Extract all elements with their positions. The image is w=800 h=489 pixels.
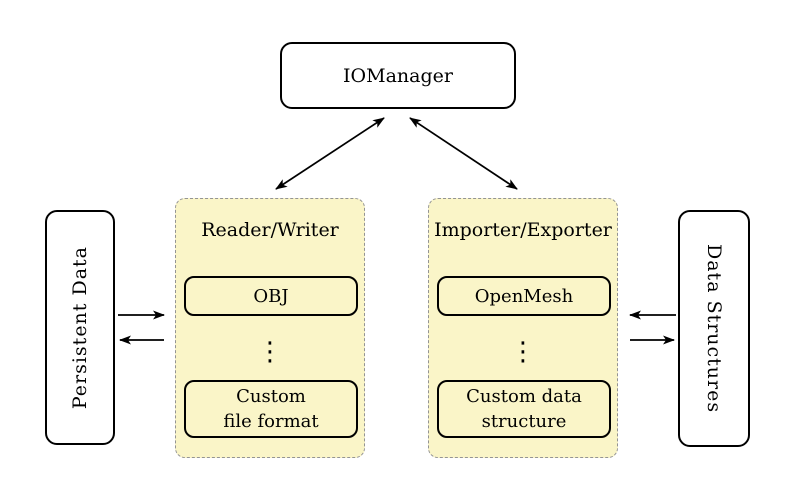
openmesh-box: OpenMesh	[437, 276, 611, 316]
reader-writer-group: Reader/Writer OBJ ⋮ Custom file format	[175, 198, 365, 458]
custom-data-structure-line2: structure	[481, 411, 567, 432]
arrow-iomanager-importerexporter	[409, 117, 518, 190]
iomanager-label: IOManager	[343, 64, 453, 87]
obj-label: OBJ	[253, 285, 289, 307]
custom-file-format-line1: Custom	[236, 386, 306, 407]
custom-file-format-line2: file format	[223, 411, 319, 432]
custom-data-structure-line1: Custom data	[466, 386, 582, 407]
data-structures-label: Data Structures	[703, 243, 725, 414]
vertical-ellipsis-icon: ⋮	[257, 337, 283, 367]
vertical-ellipsis-icon: ⋮	[510, 337, 536, 367]
data-structures-box: Data Structures	[678, 210, 750, 447]
obj-box: OBJ	[184, 276, 358, 316]
custom-data-structure-box: Custom data structure	[437, 380, 611, 438]
importer-exporter-title: Importer/Exporter	[434, 219, 612, 241]
arrow-iomanager-readerwriter	[275, 117, 385, 190]
importer-exporter-group: Importer/Exporter OpenMesh ⋮ Custom data…	[428, 198, 618, 458]
iomanager-box: IOManager	[280, 42, 516, 109]
custom-file-format-box: Custom file format	[184, 380, 358, 438]
openmesh-label: OpenMesh	[474, 285, 574, 307]
persistent-data-label: Persistent Data	[69, 245, 91, 410]
persistent-data-box: Persistent Data	[45, 210, 115, 445]
reader-writer-title: Reader/Writer	[201, 219, 339, 241]
